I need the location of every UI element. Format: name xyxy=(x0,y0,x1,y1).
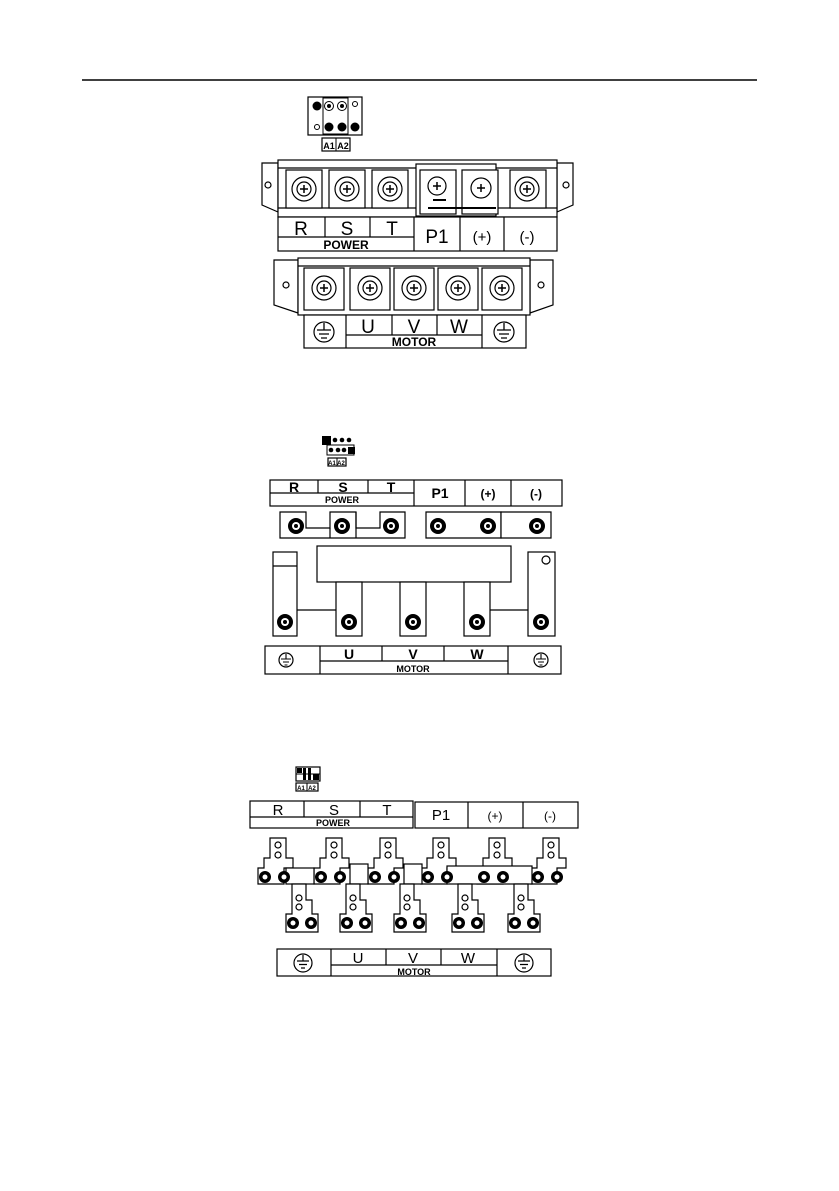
power-group-label: POWER xyxy=(325,495,360,505)
terminal-label-s: S xyxy=(341,219,354,240)
terminal-label-t: T xyxy=(382,802,391,819)
jumper-block-2: A1 A2 xyxy=(322,436,355,467)
ground-icon xyxy=(515,954,533,972)
terminal-label-r: R xyxy=(273,802,284,819)
power-group-label: POWER xyxy=(323,238,369,252)
ground-icon xyxy=(279,653,293,667)
jumper-block-3: A1 A2 xyxy=(296,767,320,792)
busbar-assembly-2 xyxy=(273,512,555,636)
jumper-label-a2: A2 xyxy=(308,786,316,792)
terminal-label-u: U xyxy=(353,950,364,967)
terminal-label-v: V xyxy=(408,646,418,662)
jumper-block-1: A1 A2 xyxy=(308,97,362,151)
terminal-label-u: U xyxy=(361,317,375,338)
terminal-label-plus: (+) xyxy=(473,229,492,246)
diagram-1: A1 A2 xyxy=(262,97,573,349)
power-terminal-block-2: R S T POWER P1 (+) (-) xyxy=(270,479,562,506)
screw-terminals-motor-1 xyxy=(304,268,522,310)
motor-terminal-block-1: U V W MOTOR xyxy=(274,258,553,349)
jumper-label-a2: A2 xyxy=(337,141,349,151)
ground-icon xyxy=(294,954,312,972)
terminal-label-plus: (+) xyxy=(488,809,503,823)
terminal-label-u: U xyxy=(344,646,354,662)
jumper-label-a2: A2 xyxy=(337,461,345,467)
jumper-label-a1: A1 xyxy=(323,141,335,151)
terminal-label-s: S xyxy=(329,802,339,819)
terminal-label-plus: (+) xyxy=(481,487,496,501)
motor-group-label: MOTOR xyxy=(396,664,430,674)
terminal-label-w: W xyxy=(450,317,468,338)
bolt-row-motor-2 xyxy=(277,614,549,630)
motor-terminal-block-3: U V W MOTOR xyxy=(277,949,551,977)
terminal-label-r: R xyxy=(294,219,308,240)
ground-icon xyxy=(534,653,548,667)
motor-group-label: MOTOR xyxy=(397,967,431,977)
motor-group-label: MOTOR xyxy=(392,335,437,349)
terminal-label-s: S xyxy=(338,479,347,495)
diagram-2: A1 A2 R S T POWER P1 (+) (-) xyxy=(265,436,562,674)
ground-icon xyxy=(494,322,514,342)
terminal-label-t: T xyxy=(387,479,396,495)
terminal-label-minus: (-) xyxy=(520,229,535,246)
terminal-label-w: W xyxy=(461,950,476,967)
jumper-label-a1: A1 xyxy=(297,786,305,792)
power-terminal-block-3: R S T POWER P1 (+) (-) xyxy=(250,801,578,828)
terminal-label-r: R xyxy=(289,479,299,495)
power-terminal-block-1: R S T POWER P1 (+) (-) xyxy=(262,160,573,252)
terminal-label-t: T xyxy=(386,219,398,240)
terminal-label-w: W xyxy=(470,646,484,662)
motor-terminal-block-2: U V W MOTOR xyxy=(265,646,561,674)
terminal-label-p1: P1 xyxy=(432,807,450,824)
busbar-lugs-3 xyxy=(258,838,566,932)
diagram-3: A1 A2 R S T POWER P1 (+) (-) xyxy=(250,767,578,977)
terminal-label-v: V xyxy=(408,950,418,967)
terminal-label-p1: P1 xyxy=(431,485,448,501)
power-group-label: POWER xyxy=(316,818,351,828)
ground-icon xyxy=(314,322,334,342)
terminal-label-minus: (-) xyxy=(530,487,542,501)
terminal-label-p1: P1 xyxy=(425,227,448,248)
jumper-label-a1: A1 xyxy=(328,461,336,467)
terminal-label-minus: (-) xyxy=(544,809,556,823)
